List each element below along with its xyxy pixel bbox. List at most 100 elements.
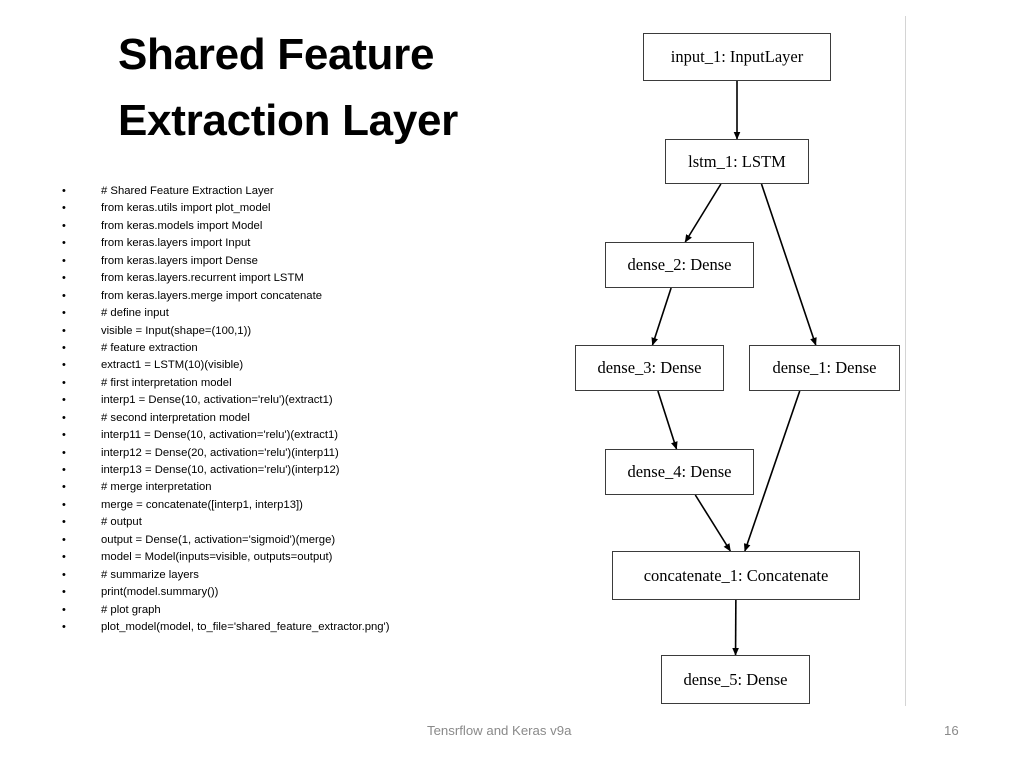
list-item: •from keras.layers.recurrent import LSTM [58, 270, 538, 287]
graph-edge-dense_4-to-concatenate_1 [694, 494, 732, 552]
graph-edge-lstm_1-to-dense_1 [760, 183, 817, 346]
list-item-text: # merge interpretation [101, 481, 212, 494]
graph-node-label: dense_5: Dense [683, 669, 788, 689]
graph-node-label: dense_1: Dense [772, 358, 877, 377]
bullet-icon: • [62, 237, 66, 250]
graph-node-dense_3: dense_3: Dense [575, 345, 724, 391]
list-item: • print(model.summary()) [58, 584, 538, 601]
diagram-edges-svg [651, 81, 817, 656]
graph-node-dense_2: dense_2: Dense [605, 242, 754, 288]
bullet-icon: • [62, 498, 66, 511]
list-item: • extract1 = LSTM(10)(visible) [58, 357, 538, 374]
graph-node-label: concatenate_1: Concatenate [643, 565, 829, 585]
bullet-icon: • [62, 254, 66, 267]
bullet-icon: • [62, 307, 66, 320]
graph-edge-dense_2-to-dense_3 [651, 287, 672, 346]
list-item-text: from keras.layers import Dense [101, 254, 258, 267]
list-item-text: print(model.summary()) [101, 586, 219, 599]
bullet-icon: • [62, 219, 66, 232]
list-item: • output = Dense(1, activation='sigmoid')… [58, 532, 538, 549]
page-title-line-1: Shared Feature [118, 30, 435, 79]
list-item-text: interp11 = Dense(10, activation='relu')(… [101, 429, 339, 442]
list-item-text: from keras.layers import Input [101, 237, 251, 250]
graph-node-dense_5: dense_5: Dense [661, 655, 810, 704]
list-item-text: merge = concatenate([interp1, interp13]) [101, 498, 303, 511]
list-item-text: plot_model(model, to_file='shared_featur… [101, 620, 390, 633]
list-item: • # second interpretation model [58, 410, 538, 427]
list-item-text: from keras.models import Model [101, 219, 263, 232]
list-item: • merge = concatenate([interp1, interp13]… [58, 497, 538, 514]
bullet-icon: • [62, 376, 66, 389]
list-item: • interp1 = Dense(10, activation='relu')(… [58, 392, 538, 409]
list-item-text: output = Dense(1, activation='sigmoid')(… [101, 533, 336, 546]
list-item: • from keras.utils import plot_model [58, 200, 538, 217]
list-item-text: from keras.utils import plot_model [101, 202, 271, 215]
bullet-icon: • [62, 202, 66, 215]
graph-node-dense_1: dense_1: Dense [749, 345, 900, 391]
bullet-icon: • [62, 411, 66, 424]
graph-node-input_1: input_1: InputLayer [643, 33, 831, 81]
list-item: • # feature extraction [58, 340, 538, 357]
bullet-icon: • [62, 603, 66, 616]
graph-node-lstm_1: lstm_1: LSTM [665, 139, 809, 184]
graph-node-label: lstm_1: LSTM [688, 151, 786, 171]
list-item: • # output [58, 514, 538, 531]
list-item-text: interp1 = Dense(10, activation='relu')(e… [101, 394, 333, 407]
list-item: • interp12 = Dense(20, activation='relu')… [58, 445, 538, 462]
list-item: • # merge interpretation [58, 479, 538, 496]
list-item: •# summarize layers [58, 567, 538, 584]
list-item-text: visible = Input(shape=(100,1)) [101, 324, 252, 337]
list-item-text: model = Model(inputs=visible, outputs=ou… [101, 551, 333, 564]
model-graph-diagram: input_1: InputLayer lstm_1: LSTM dense_2: … [520, 0, 1024, 712]
bullet-icon: • [62, 533, 66, 546]
list-item-text: # Shared Feature Extraction Layer [101, 185, 274, 197]
list-item-text: extract1 = LSTM(10)(visible) [101, 359, 244, 372]
list-item: • from keras.layers import Input [58, 235, 538, 252]
list-item-text: # summarize layers [101, 568, 199, 581]
bullet-icon: • [62, 620, 66, 633]
graph-node-label: input_1: InputLayer [670, 47, 804, 66]
page-title-line-2: Extraction Layer [118, 96, 459, 145]
list-item-text: # first interpretation model [101, 376, 232, 389]
graph-node-concatenate_1: concatenate_1: Concatenate [612, 551, 860, 600]
bullet-icon: • [62, 429, 66, 442]
diagram-right-rule [905, 16, 906, 706]
bullet-icon: • [62, 289, 66, 302]
list-item: • # plot graph [58, 602, 538, 619]
list-item-text: # define input [101, 307, 169, 320]
list-item-text: interp12 = Dense(20, activation='relu')(… [101, 446, 339, 459]
bullet-icon: • [62, 464, 66, 476]
list-item-text: # plot graph [101, 603, 161, 616]
bullet-icon: • [62, 185, 66, 197]
list-item: • interp11 = Dense(10, activation='relu')… [58, 427, 538, 444]
footer-page-number: 16 [944, 723, 959, 738]
bullet-icon: • [62, 341, 66, 354]
bullet-icon: • [62, 481, 66, 494]
bullet-icon: • [62, 394, 66, 407]
list-item-text: from keras.layers.merge import concatena… [101, 289, 323, 302]
list-item: • # define input [58, 305, 538, 322]
list-item: • plot_model(model, to_file='shared_featu… [58, 619, 538, 636]
list-item: • # first interpretation model [58, 375, 538, 392]
list-item: • # Shared Feature Extraction Layer [58, 183, 538, 200]
list-item: • from keras.layers import Dense [58, 253, 538, 270]
list-item-text: from keras.layers.recurrent import LSTM [101, 272, 304, 285]
bullet-icon: • [62, 324, 66, 337]
bullet-icon: • [62, 359, 66, 372]
bullet-icon: • [62, 446, 66, 459]
graph-edge-lstm_1-to-dense_2 [684, 183, 722, 243]
list-item-text: interp13 = Dense(10, activation='relu')(… [101, 464, 340, 476]
list-item-text: # second interpretation model [101, 411, 250, 424]
graph-node-label: dense_2: Dense [627, 255, 732, 274]
code-bullet-list: •# Shared Feature Extraction Layer•from … [58, 183, 538, 636]
list-item: • from keras.models import Model [58, 218, 538, 235]
list-item-text: # feature extraction [101, 341, 198, 354]
graph-edge-dense_3-to-dense_4 [657, 390, 678, 450]
list-item: •model = Model(inputs=visible, outputs=o… [58, 549, 538, 566]
page-title: Shared Feature Extraction Layer [118, 22, 548, 154]
bullet-icon: • [62, 586, 66, 599]
list-item: • from keras.layers.merge import concaten… [58, 288, 538, 305]
list-item-text: # output [101, 516, 142, 529]
bullet-icon: • [62, 516, 66, 529]
graph-node-label: dense_4: Dense [627, 462, 732, 481]
